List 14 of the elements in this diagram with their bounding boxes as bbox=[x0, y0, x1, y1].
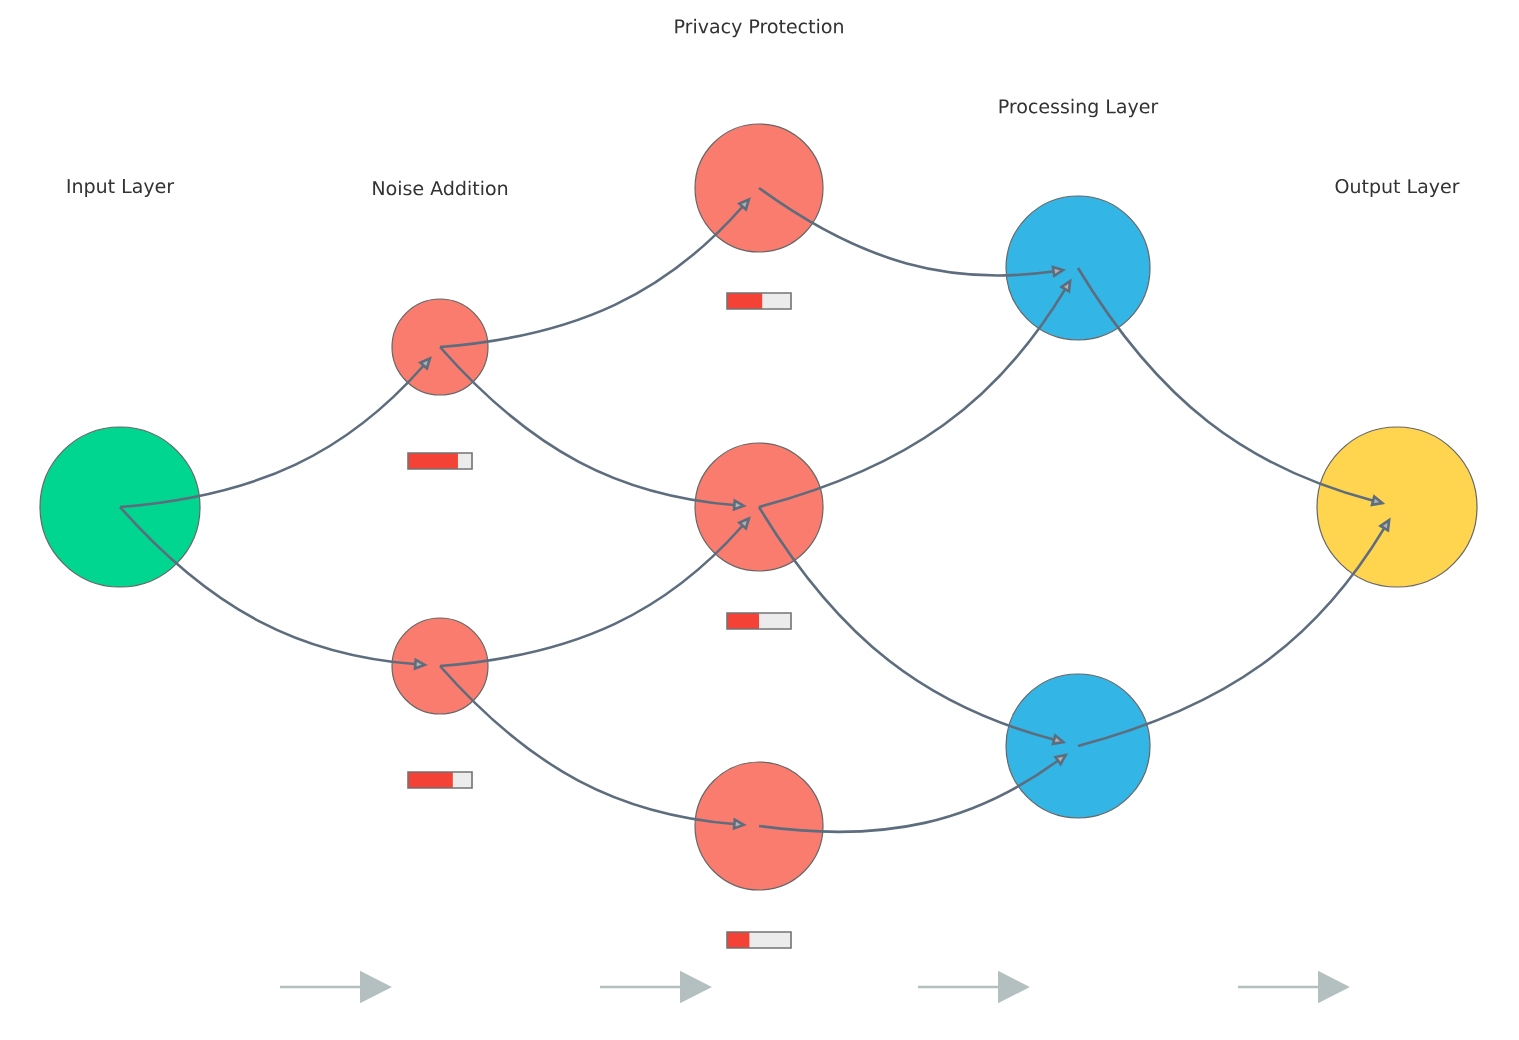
column-heading: Input Layer bbox=[67, 179, 175, 197]
layer-circle bbox=[39, 426, 201, 588]
column-heading: Processing Layer bbox=[999, 98, 1159, 118]
column-heading: Privacy Protection bbox=[675, 18, 843, 38]
layer-circle bbox=[391, 617, 489, 715]
layer-circle bbox=[694, 123, 824, 253]
layer-circle bbox=[1005, 673, 1151, 819]
layer-circle bbox=[694, 761, 824, 891]
layer-circle bbox=[391, 298, 489, 396]
layer-circle bbox=[1005, 195, 1151, 341]
layer-circle bbox=[1316, 426, 1478, 588]
layer-circle bbox=[694, 442, 824, 572]
column-heading: Noise Addition bbox=[373, 180, 508, 196]
column-heading: Output Layer bbox=[1335, 178, 1460, 198]
